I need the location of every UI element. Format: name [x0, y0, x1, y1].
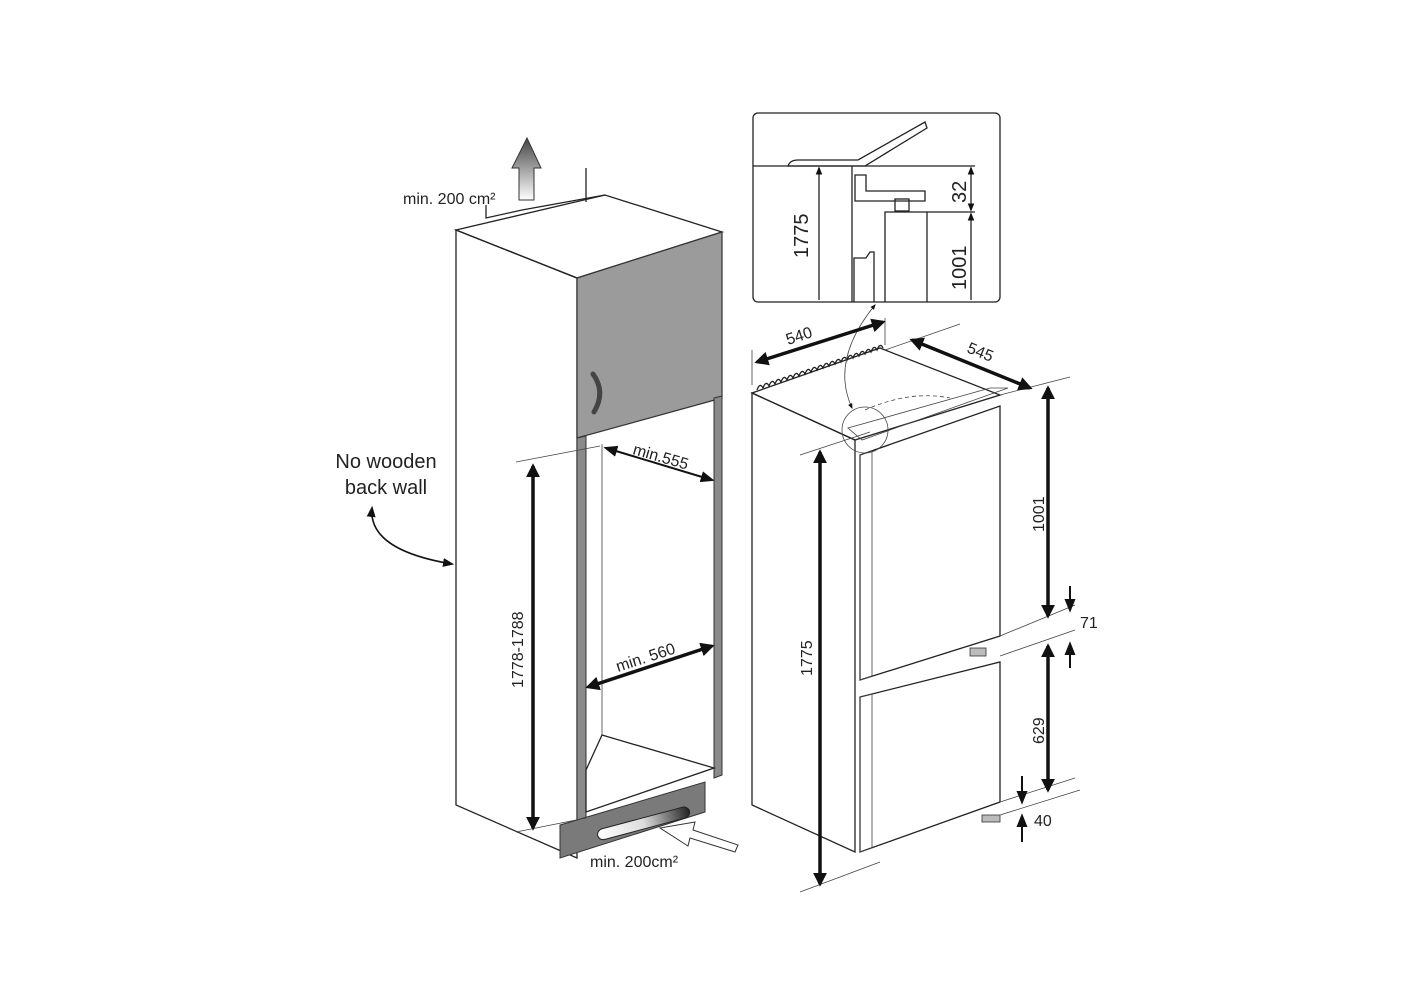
- bottom-vent-label: min. 200cm²: [590, 854, 679, 871]
- plinth-vent-slot: [597, 806, 691, 841]
- depth-dimension-arrow: [603, 445, 715, 483]
- frame-left-post: [576, 435, 587, 823]
- middle-hinge: [969, 647, 987, 657]
- appliance-height-label: 1775: [799, 640, 816, 676]
- hinge-pin: [894, 198, 910, 212]
- inset-frame: [752, 112, 1001, 303]
- door-handle: [590, 371, 603, 415]
- width-dimension-arrow: [754, 318, 886, 366]
- extension-line: [884, 323, 961, 351]
- upper-door: [859, 405, 1001, 681]
- appliance-drawing: 540 545 1775 1001 71 629 40: [750, 304, 1098, 893]
- detail-callout-circle: [841, 406, 889, 454]
- extension-line: [999, 376, 1071, 396]
- inset-height-label: 1775: [791, 214, 813, 259]
- lower-door-dimension-label: 629: [1031, 717, 1048, 744]
- lower-door: [859, 661, 1001, 853]
- appliance-side: [751, 391, 856, 854]
- frame-right-post: [713, 395, 723, 779]
- inset-door-label: 1001: [949, 246, 971, 291]
- extension-line: [999, 604, 1076, 637]
- plinth: [559, 781, 706, 859]
- upper-door-edge: [859, 450, 873, 681]
- extension-line: [799, 861, 881, 893]
- back-wall-note-line2: back wall: [345, 477, 427, 499]
- back-wall-note-line1: No wooden: [335, 451, 436, 473]
- top-vent-grille: [756, 344, 884, 391]
- top-vent-label: min. 200 cm²: [403, 191, 496, 208]
- cabinet-side-panel: [455, 229, 578, 859]
- top-vent-gap: [485, 194, 606, 219]
- lower-door-edge: [859, 693, 873, 853]
- air-inlet-arrow-icon: [658, 821, 739, 853]
- cabinet-height-label: 1778-1788: [510, 611, 527, 688]
- back-wall-pointer-arrow: [366, 505, 455, 567]
- bottom-hinge: [981, 814, 1001, 823]
- inset-gap-label: 32: [949, 181, 971, 203]
- cabinet-depth-label: min.555: [631, 442, 691, 474]
- detail-inset: 1775 32 1001: [752, 112, 1001, 303]
- extension-line: [999, 777, 1076, 803]
- upper-door-dimension-label: 1001: [1031, 496, 1048, 532]
- extension-line: [799, 431, 871, 456]
- depth-dimension-arrow: [909, 337, 1033, 391]
- bottom-dimension-label: 40: [1034, 813, 1052, 830]
- gap-dimension-label: 71: [1080, 615, 1098, 632]
- hinge-bracket: [854, 174, 926, 202]
- door-profile: [884, 211, 928, 302]
- cabinet-drawing: 1778-1788 min.555 min. 560 min. 200 cm² …: [335, 136, 739, 871]
- width-dimension-arrow: [585, 642, 715, 691]
- cabinet-bottom-shelf: [585, 734, 717, 813]
- frame-profile: [853, 251, 875, 302]
- extension-line: [999, 789, 1081, 816]
- extension-line: [999, 629, 1076, 657]
- air-outlet-arrow-icon: [511, 136, 542, 201]
- cabinet-width-label: min. 560: [614, 641, 678, 676]
- hinge-plate: [787, 121, 928, 167]
- extension-line: [515, 445, 601, 463]
